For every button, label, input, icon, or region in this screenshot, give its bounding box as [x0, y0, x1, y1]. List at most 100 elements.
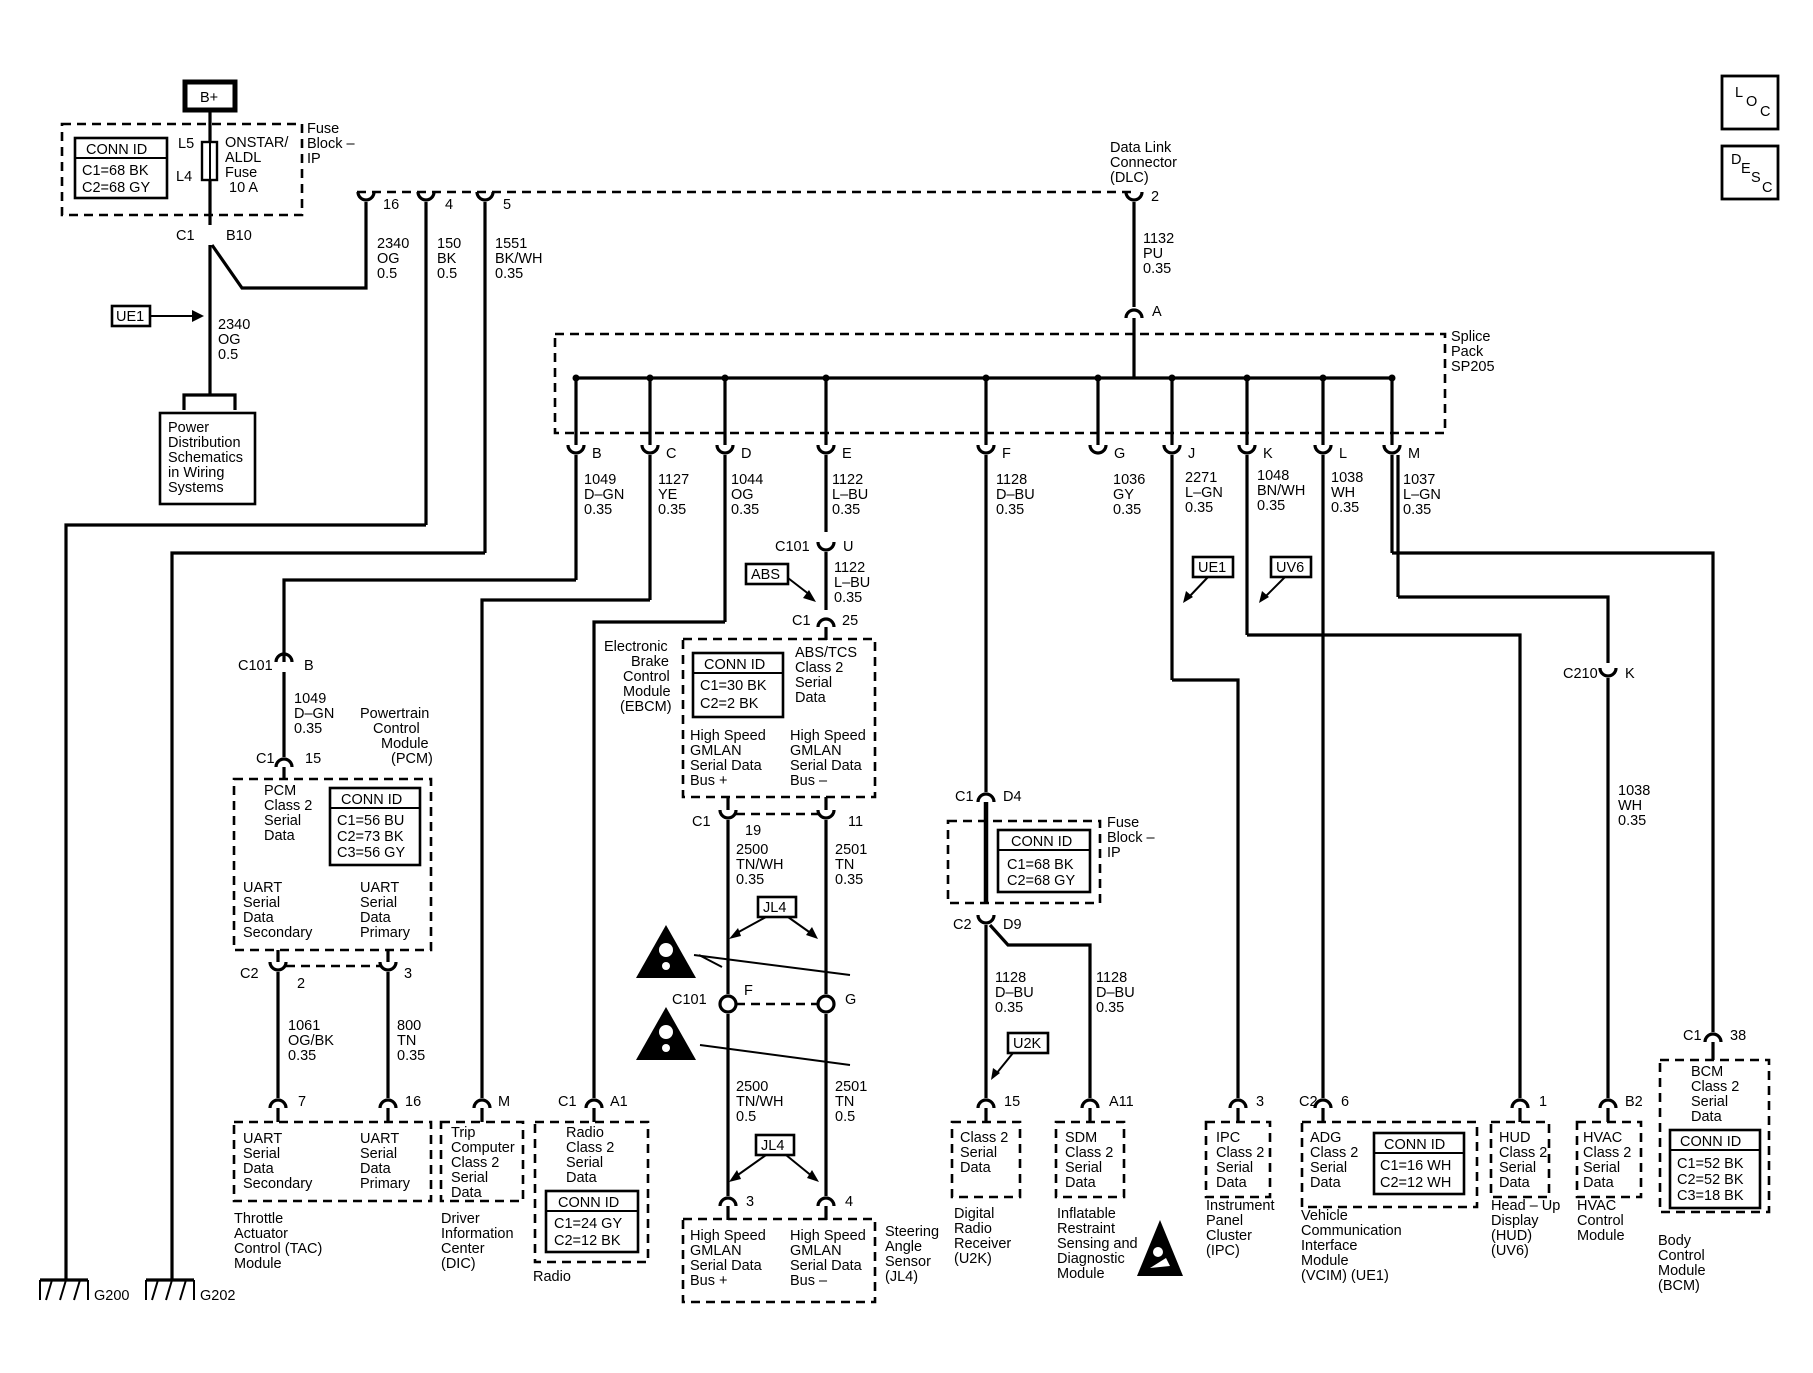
svg-text:TN/WH: TN/WH	[736, 1094, 784, 1110]
svg-text:Data: Data	[1583, 1175, 1615, 1191]
svg-text:0.35: 0.35	[397, 1048, 425, 1064]
svg-text:0.35: 0.35	[1185, 500, 1213, 516]
svg-text:UART: UART	[243, 1131, 282, 1147]
desc-letter-s: S	[1751, 170, 1761, 186]
svg-text:Data: Data	[960, 1160, 992, 1176]
svg-text:CONN ID: CONN ID	[1011, 834, 1072, 850]
svg-text:0.35: 0.35	[1257, 498, 1285, 514]
location-icon-button[interactable]: L O C	[1720, 74, 1780, 131]
svg-text:Computer: Computer	[451, 1140, 515, 1156]
svg-text:WH: WH	[1618, 798, 1642, 814]
svg-text:C2=73 BK: C2=73 BK	[337, 829, 404, 845]
svg-text:Pack: Pack	[1451, 344, 1484, 360]
sas-pin-4: 4	[845, 1194, 853, 1210]
svg-text:1128: 1128	[995, 970, 1026, 986]
svg-text:Fuse: Fuse	[1107, 815, 1139, 831]
svg-text:1127: 1127	[658, 472, 689, 488]
svg-text:Brake: Brake	[631, 654, 669, 670]
svg-text:Inflatable: Inflatable	[1057, 1206, 1116, 1222]
svg-text:Data: Data	[451, 1185, 483, 1201]
svg-text:ABS/TCS: ABS/TCS	[795, 645, 857, 661]
svg-text:Class 2: Class 2	[1310, 1145, 1358, 1161]
splice-pin-connector	[566, 444, 586, 455]
svg-text:Data: Data	[566, 1170, 598, 1186]
connector-c1-label: C1	[176, 228, 195, 244]
ground-g200-label: G200	[94, 1288, 129, 1304]
svg-text:Serial: Serial	[360, 1146, 397, 1162]
svg-text:2340: 2340	[377, 236, 409, 252]
svg-text:Module: Module	[1301, 1253, 1349, 1269]
svg-text:(VCIM) (UE1): (VCIM) (UE1)	[1301, 1268, 1389, 1284]
svg-text:Body: Body	[1658, 1233, 1692, 1249]
svg-text:Class 2: Class 2	[1216, 1145, 1264, 1161]
svg-text:Secondary: Secondary	[243, 925, 313, 941]
conn-id-title: CONN ID	[86, 142, 147, 158]
splice-pin-label: C	[666, 446, 676, 462]
svg-text:IPC: IPC	[1216, 1130, 1240, 1146]
svg-text:10 A: 10 A	[229, 180, 258, 196]
svg-text:Primary: Primary	[360, 1176, 411, 1192]
svg-text:Sensor: Sensor	[885, 1254, 931, 1270]
power-distribution-box[interactable]: Power Distribution Schematics in Wiring …	[158, 411, 257, 506]
u2k-tag: U2K	[991, 1031, 1050, 1080]
svg-text:Serial Data: Serial Data	[790, 758, 863, 774]
splice-pin-connector	[1088, 444, 1108, 455]
svg-text:Class 2: Class 2	[1499, 1145, 1547, 1161]
splice-pin-label: K	[1263, 446, 1273, 462]
svg-text:GMLAN: GMLAN	[790, 743, 842, 759]
svg-text:Module: Module	[1057, 1266, 1105, 1282]
svg-text:0.5: 0.5	[437, 266, 457, 282]
desc-letter-e: E	[1741, 161, 1751, 177]
svg-text:GMLAN: GMLAN	[690, 1243, 742, 1259]
svg-text:0.5: 0.5	[835, 1109, 855, 1125]
splice-pin-label: B	[592, 446, 602, 462]
svg-text:D–BU: D–BU	[1096, 985, 1135, 1001]
uv6-tag: UV6	[1259, 555, 1313, 603]
svg-text:Powertrain: Powertrain	[360, 706, 429, 722]
svg-text:1061: 1061	[288, 1018, 320, 1034]
svg-text:Module: Module	[623, 684, 671, 700]
svg-text:2340: 2340	[218, 317, 250, 333]
svg-text:SDM: SDM	[1065, 1130, 1097, 1146]
svg-text:Serial: Serial	[1583, 1160, 1620, 1176]
pcm-pin-2: 2	[297, 976, 305, 992]
svg-text:(PCM): (PCM)	[391, 751, 433, 767]
svg-text:Distribution: Distribution	[168, 435, 241, 451]
loc-letter-l: L	[1735, 85, 1743, 101]
svg-text:(JL4): (JL4)	[885, 1269, 918, 1285]
svg-text:(DLC): (DLC)	[1110, 170, 1149, 186]
tac-pin-16: 16	[405, 1094, 421, 1110]
svg-text:1044: 1044	[731, 472, 763, 488]
svg-text:HUD: HUD	[1499, 1130, 1530, 1146]
svg-text:D–GN: D–GN	[294, 706, 334, 722]
splice-pin-connector	[816, 444, 836, 455]
dic-pin-m: M	[498, 1094, 510, 1110]
hvac-pin-b2: B2	[1625, 1094, 1643, 1110]
svg-text:Data: Data	[360, 910, 392, 926]
svg-text:D–BU: D–BU	[996, 487, 1035, 503]
svg-text:0.35: 0.35	[288, 1048, 316, 1064]
svg-text:Cluster: Cluster	[1206, 1228, 1252, 1244]
ebcm-c1-bottom: C1	[692, 814, 711, 830]
svg-text:Center: Center	[441, 1241, 485, 1257]
svg-text:Serial: Serial	[1310, 1160, 1347, 1176]
fb2-c2-label: C2	[953, 917, 972, 933]
svg-text:UE1: UE1	[116, 309, 144, 325]
description-icon-button[interactable]: D E S C	[1720, 144, 1780, 201]
splice-pack-title: Splice Pack SP205	[1451, 329, 1495, 375]
pcm-pin-15: 15	[305, 751, 321, 767]
svg-text:800: 800	[397, 1018, 421, 1034]
svg-text:Receiver: Receiver	[954, 1236, 1011, 1252]
svg-text:Vehicle: Vehicle	[1301, 1208, 1348, 1224]
